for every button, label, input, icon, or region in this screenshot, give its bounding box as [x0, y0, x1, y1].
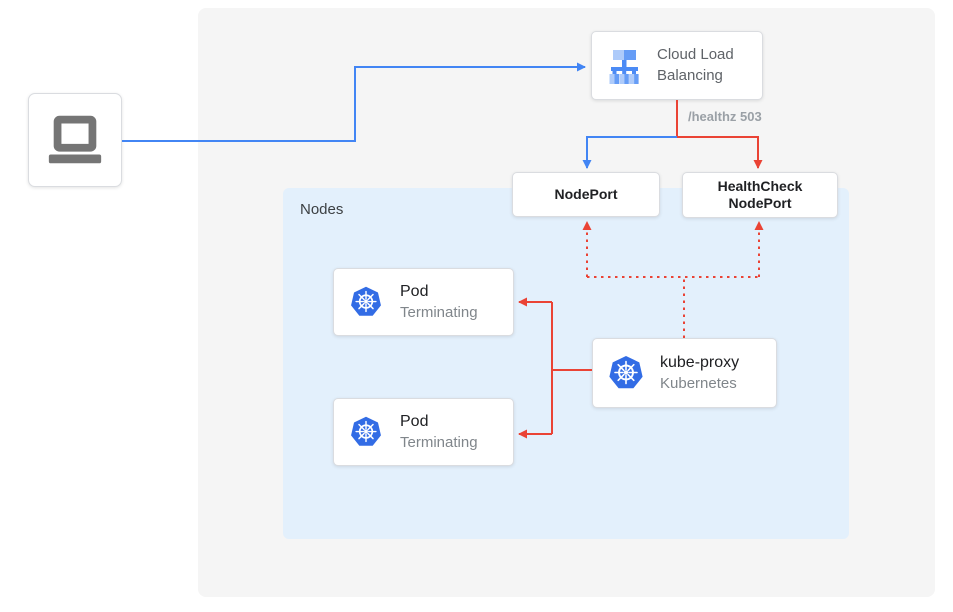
- pod-status: Terminating: [400, 433, 478, 451]
- load-balancer-icon: [609, 49, 639, 84]
- laptop-icon: [48, 115, 102, 164]
- kube-proxy-subtitle: Kubernetes: [660, 374, 737, 392]
- kubernetes-icon: [609, 356, 643, 389]
- pod-terminating-box-1: Pod Terminating: [333, 268, 514, 336]
- pod-terminating-box-2: Pod Terminating: [333, 398, 514, 466]
- cloud-load-balancing-label: Cloud Load Balancing: [657, 46, 734, 84]
- healthcheck-nodeport-box: HealthCheck NodePort: [682, 172, 838, 218]
- healthcheck-nodeport-label: HealthCheck NodePort: [717, 178, 803, 211]
- kube-proxy-title: kube-proxy: [660, 353, 740, 371]
- kubernetes-icon: [351, 416, 381, 446]
- nodeport-box: NodePort: [512, 172, 660, 217]
- nodeport-label: NodePort: [554, 186, 618, 203]
- healthz-status-label: /healthz 503: [688, 109, 762, 124]
- pod-title: Pod: [400, 412, 429, 430]
- cloud-load-balancing-box: Cloud Load Balancing: [591, 31, 763, 100]
- pod-status: Terminating: [400, 303, 478, 321]
- kubernetes-icon: [351, 286, 381, 316]
- pod-title: Pod: [400, 282, 429, 300]
- kube-proxy-box: kube-proxy Kubernetes: [592, 338, 777, 408]
- nodes-label: Nodes: [300, 201, 344, 218]
- client-box: [28, 93, 122, 187]
